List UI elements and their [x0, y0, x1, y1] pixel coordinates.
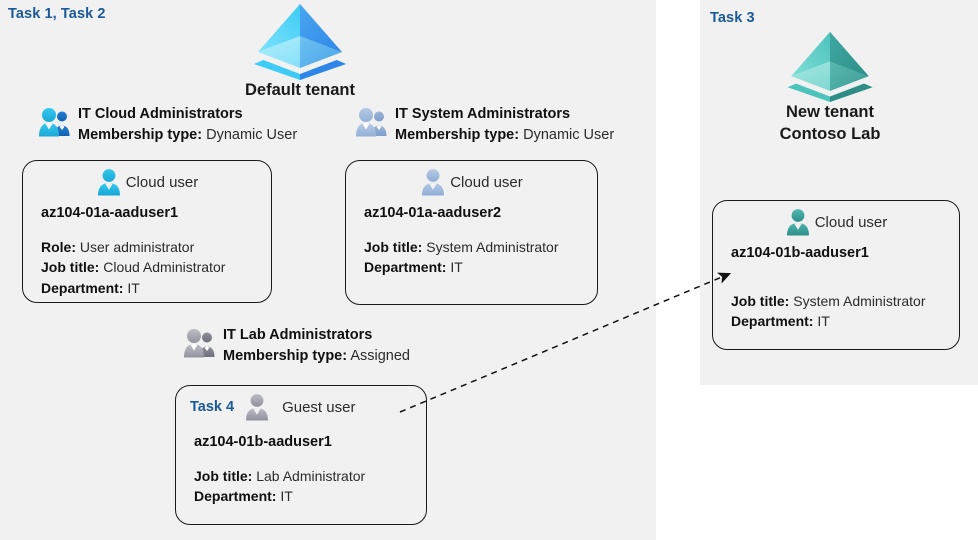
group-users-icon: [39, 108, 70, 137]
user-type-label: Cloud user: [125, 173, 199, 191]
attribute-value: System Administrator: [426, 239, 559, 255]
attribute-label: Department:: [731, 313, 814, 330]
username: az104-01a-aaduser2: [364, 205, 502, 221]
attribute-label: Role:: [41, 239, 76, 255]
default-tenant-panel: [0, 0, 656, 540]
attribute-label: Job title:: [194, 468, 253, 484]
attribute-value: Lab Administrator: [256, 468, 366, 484]
cloud-user-icon: [97, 169, 120, 196]
membership-value: Assigned: [350, 347, 410, 364]
attribute-value: Cloud Administrator: [103, 259, 226, 276]
card-header: Task 4 Guest user: [190, 390, 426, 424]
attribute-row: Department: IT: [364, 257, 597, 277]
task-label-3: Task 3: [710, 10, 755, 26]
membership-label: Membership type:: [395, 126, 520, 143]
group-users-icon: [184, 329, 215, 358]
user-card-guest-aaduser1b[interactable]: Task 4 Guest user az104-01b-aaduser1 Job…: [175, 385, 427, 525]
attribute-row: Job title: Lab Administrator: [194, 466, 426, 486]
username: az104-01a-aaduser1: [41, 205, 179, 221]
attribute-value: IT: [127, 279, 140, 296]
new-tenant-caption-line2: Contoso Lab: [779, 124, 881, 143]
attribute-value: IT: [450, 259, 463, 276]
group-name: IT Lab Administrators: [223, 327, 373, 343]
user-card-aaduser1[interactable]: Cloud user az104-01a-aaduser1 Role: User…: [22, 160, 272, 303]
attribute-row: Job title: System Administrator: [364, 237, 597, 257]
user-card-aaduser2[interactable]: Cloud user az104-01a-aaduser2 Job title:…: [345, 160, 598, 305]
task-label-4: Task 4: [190, 399, 235, 415]
user-attributes: Job title: System Administrator Departme…: [364, 237, 597, 278]
group-it-lab-administrators: IT Lab Administrators Membership type: A…: [183, 325, 410, 366]
group-membership-type: Membership type: Dynamic User: [78, 125, 297, 146]
username: az104-01b-aaduser1: [194, 434, 332, 450]
new-tenant-block: New tenant Contoso Lab: [705, 30, 955, 146]
card-header: Cloud user: [713, 205, 959, 239]
group-membership-type: Membership type: Assigned: [223, 346, 410, 367]
membership-value: Dynamic User: [206, 126, 298, 143]
azure-ad-tenant-icon: [787, 31, 873, 102]
default-tenant-caption: Default tenant: [244, 81, 355, 99]
user-type-label: Cloud user: [814, 213, 888, 231]
attribute-row: Job title: System Administrator: [731, 291, 959, 311]
user-attributes: Job title: System Administrator Departme…: [731, 291, 959, 332]
cloud-user-icon: [786, 209, 809, 236]
user-type-label: Cloud user: [450, 173, 523, 191]
card-header: Cloud user: [346, 165, 597, 199]
cloud-user-icon: [422, 169, 445, 196]
user-card-aaduser1b-new-tenant[interactable]: Cloud user az104-01b-aaduser1 Job title:…: [712, 200, 960, 350]
group-name: IT Cloud Administrators: [78, 106, 243, 122]
task-label-1-2: Task 1, Task 2: [8, 6, 106, 22]
attribute-value: User administrator: [79, 239, 195, 255]
attribute-row: Department: IT: [41, 278, 271, 298]
default-tenant-block: Default tenant: [200, 2, 400, 102]
username: az104-01b-aaduser1: [731, 245, 869, 261]
attribute-row: Department: IT: [194, 486, 426, 506]
membership-value: Dynamic User: [523, 126, 615, 143]
card-header: Cloud user: [23, 165, 271, 199]
group-name: IT System Administrators: [395, 106, 571, 122]
attribute-label: Department:: [194, 488, 277, 505]
attribute-label: Job title:: [731, 293, 790, 309]
group-it-cloud-administrators: IT Cloud Administrators Membership type:…: [38, 104, 297, 145]
user-type-label: Guest user: [282, 398, 356, 416]
guest-user-icon: [246, 394, 269, 421]
azure-ad-tenant-icon: [254, 4, 346, 80]
attribute-label: Department:: [364, 259, 447, 276]
new-tenant-caption-line1: New tenant: [785, 103, 874, 121]
membership-label: Membership type:: [223, 347, 348, 364]
group-membership-type: Membership type: Dynamic User: [395, 125, 614, 146]
attribute-row: Job title: Cloud Administrator: [41, 257, 271, 277]
attribute-value: IT: [280, 488, 293, 505]
group-it-system-administrators: IT System Administrators Membership type…: [355, 104, 614, 145]
attribute-row: Department: IT: [731, 311, 959, 331]
membership-label: Membership type:: [78, 126, 203, 143]
group-users-icon: [356, 108, 387, 137]
attribute-label: Department:: [41, 279, 124, 296]
attribute-label: Job title:: [41, 259, 100, 276]
user-attributes: Job title: Lab Administrator Department:…: [194, 466, 426, 507]
attribute-value: System Administrator: [793, 293, 926, 309]
attribute-label: Job title:: [364, 239, 423, 255]
attribute-value: IT: [817, 313, 830, 330]
user-attributes: Role: User administrator Job title: Clou…: [41, 237, 271, 298]
attribute-row: Role: User administrator: [41, 237, 271, 257]
